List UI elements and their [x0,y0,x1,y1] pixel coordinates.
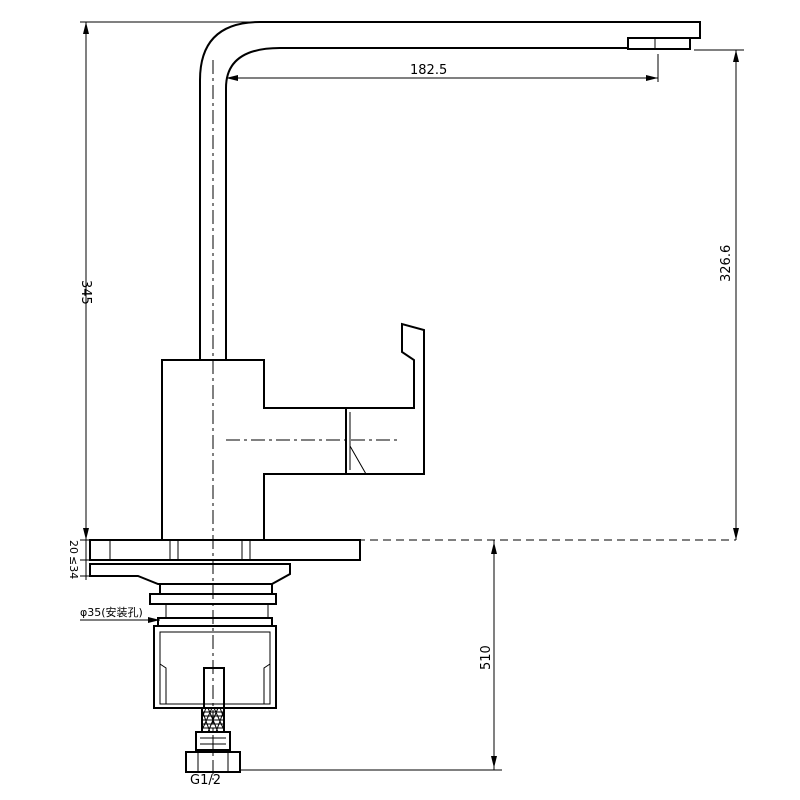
cartridge-housing [153,625,277,709]
dim-mount-hole: φ35(安装孔) [80,605,160,623]
lever-handle [345,322,425,475]
deck-base [89,539,361,561]
label-spout-reach: 182.5 [410,63,447,78]
label-under-counter: 510 [479,645,494,670]
dim-deck-thickness: 20 ≤34 [67,530,90,580]
dim-total-height: 345 [78,21,290,540]
label-deck-thickness: 20 [67,540,80,554]
dim-spout-height: 326.6 [694,49,744,540]
label-mount-hole: φ35(安装孔) [80,605,143,619]
label-total-height: 345 [78,280,93,305]
spout [199,21,701,360]
dim-under-counter: 510 [240,540,502,771]
dim-spout-reach: 182.5 [225,54,659,92]
valve-body [161,359,347,541]
label-max-deck: ≤34 [67,556,80,579]
label-spout-height: 326.6 [719,245,734,282]
dim-thread: G1/2 [190,773,221,788]
label-thread: G1/2 [190,773,221,788]
